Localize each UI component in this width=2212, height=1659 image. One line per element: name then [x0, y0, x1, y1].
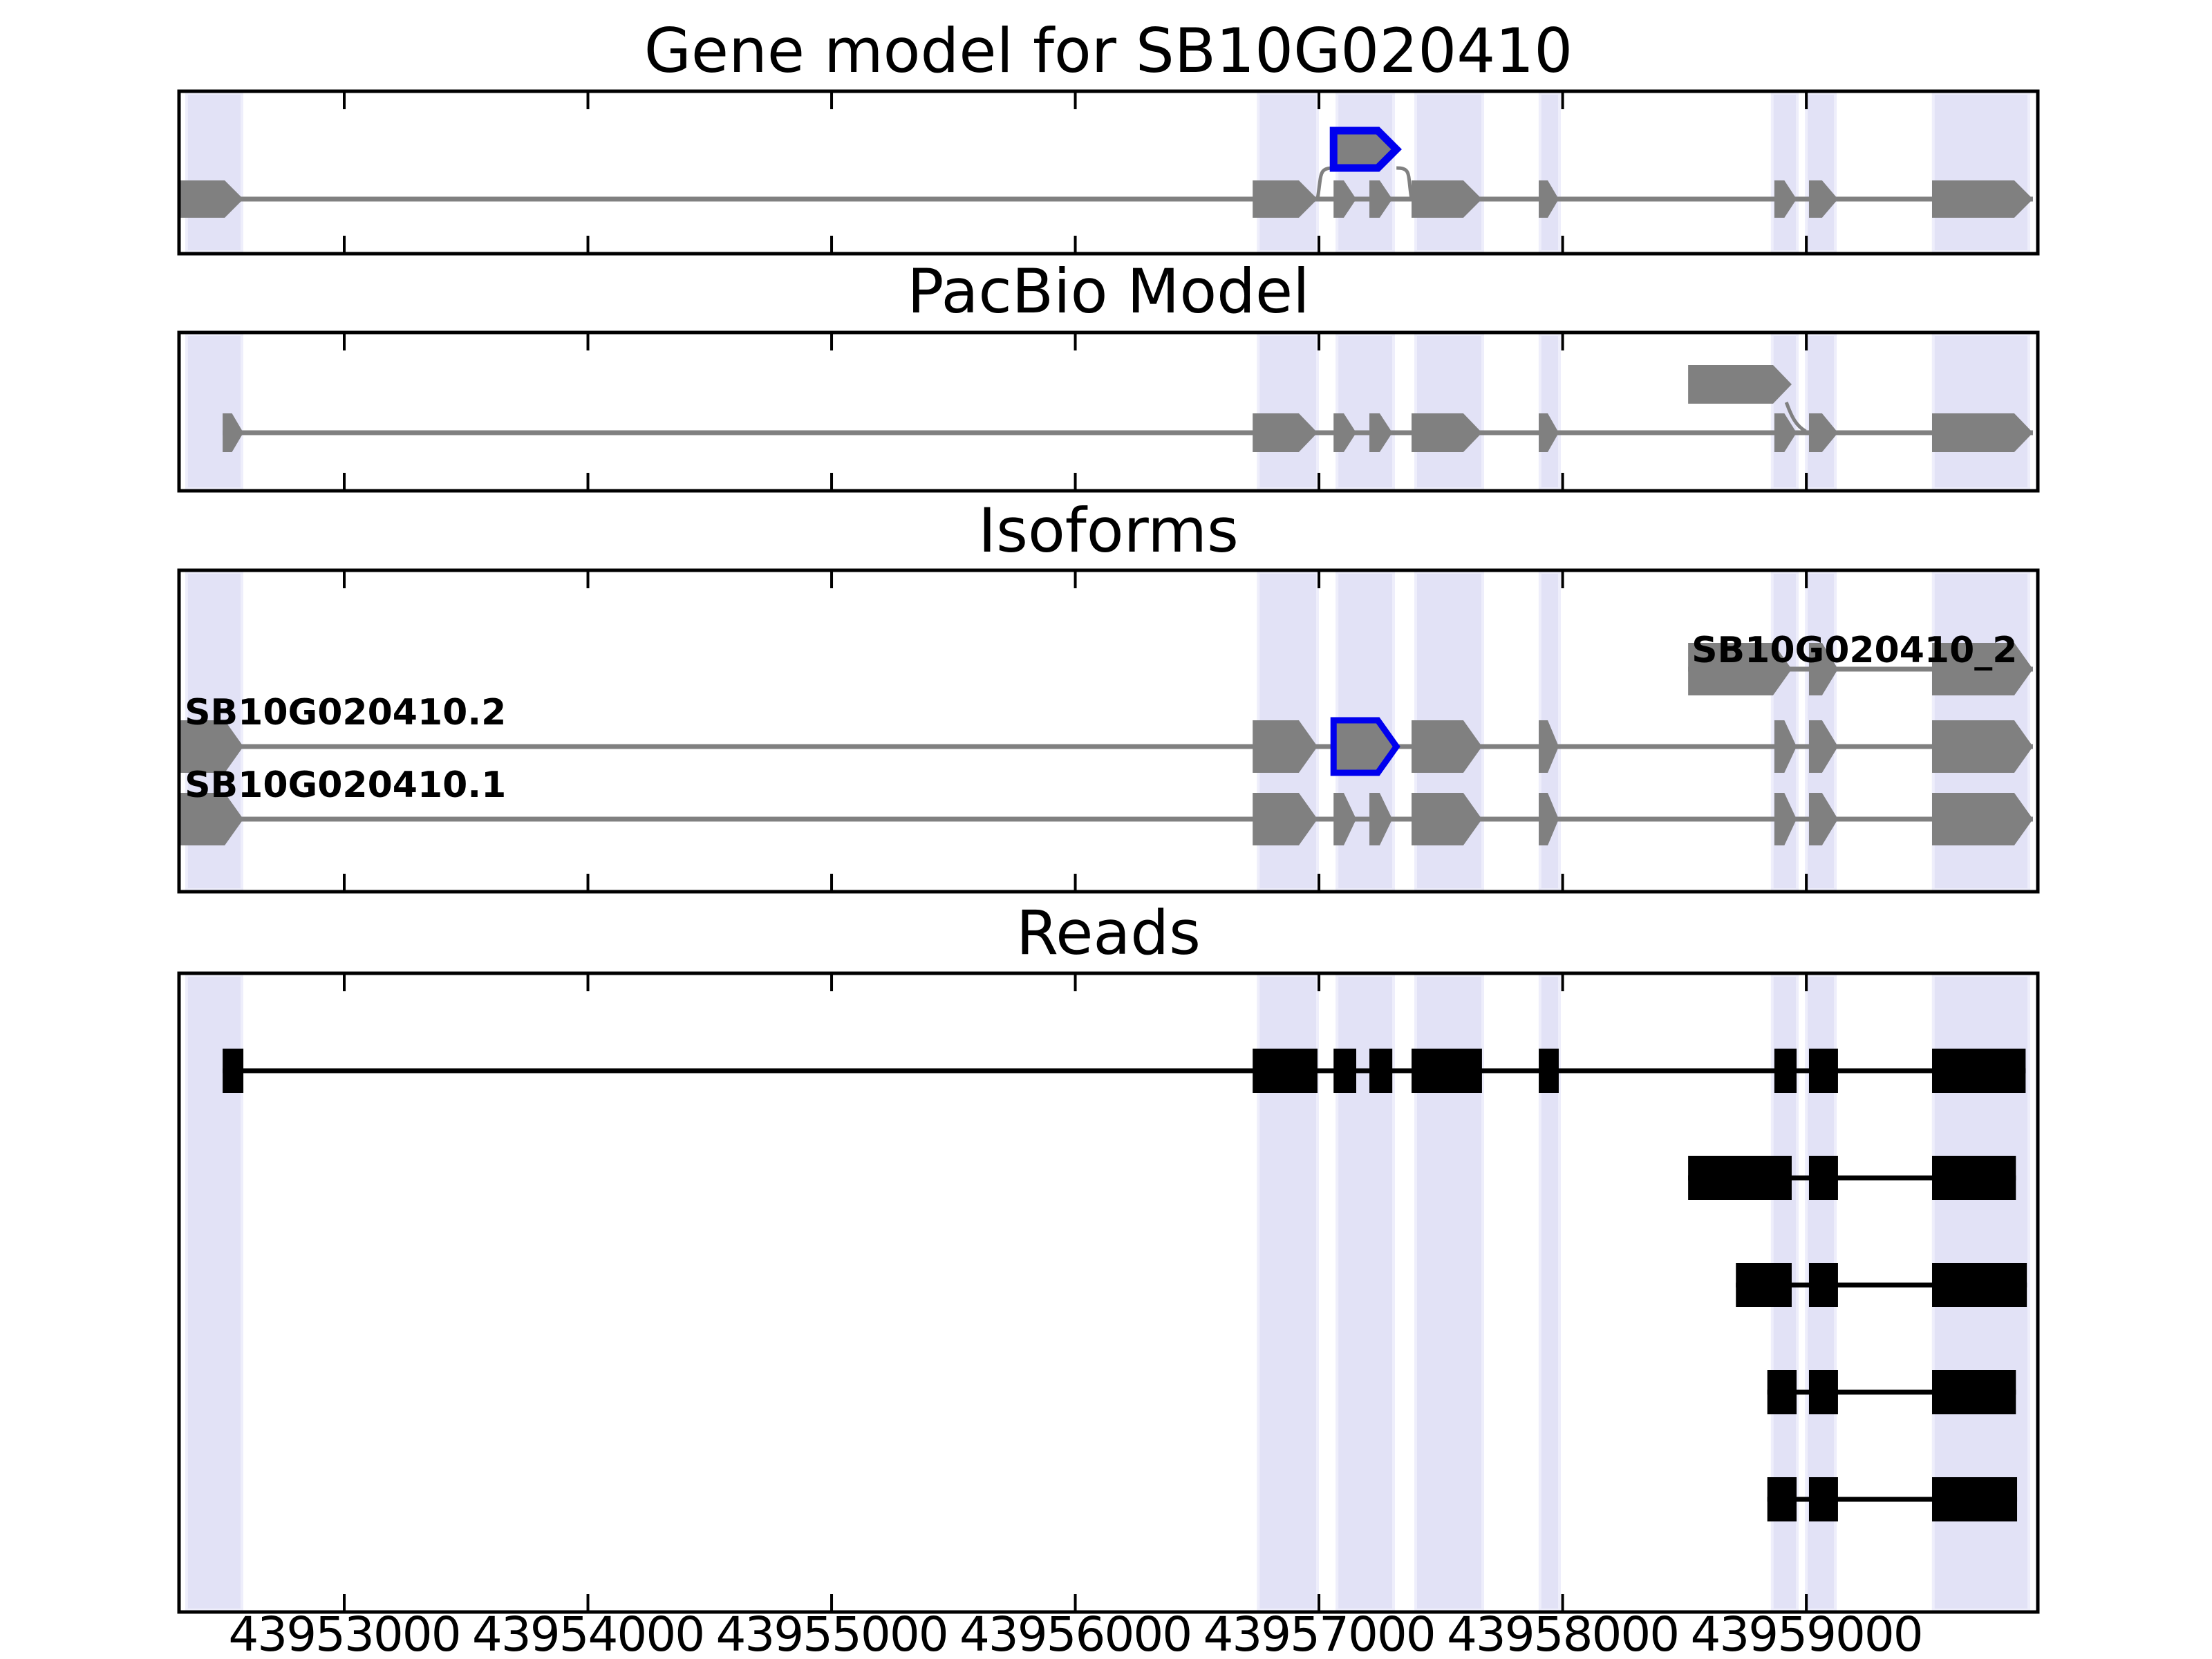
axis-tick-label: 43957000	[1203, 1607, 1434, 1659]
read-exon	[1808, 1049, 1838, 1093]
exon	[1253, 180, 1318, 218]
highlight-band	[1257, 333, 1319, 490]
panel-title: Reads	[1016, 897, 1201, 968]
elevated-exon	[1688, 365, 1792, 404]
isoform-label: SB10G020410_2	[1691, 630, 2017, 671]
axis-tick-label: 43954000	[472, 1607, 704, 1659]
exon-connector	[1784, 402, 1807, 433]
exon	[1774, 720, 1797, 773]
read-exon	[223, 1049, 244, 1093]
highlight-band	[1257, 92, 1319, 253]
exon	[1808, 643, 1838, 695]
read-exon	[1932, 1263, 2027, 1307]
splice-arc	[1396, 166, 1414, 200]
blue-outlined-exon	[1329, 126, 1402, 172]
read-exon	[1412, 1049, 1482, 1093]
panel-border	[177, 330, 2040, 493]
axis-tick-label: 43959000	[1691, 1607, 1922, 1659]
exon	[1253, 413, 1318, 452]
read-exon	[1369, 1049, 1393, 1093]
axis-tick-label: 43953000	[228, 1607, 460, 1659]
exon	[1932, 720, 2033, 773]
highlight-band	[1538, 333, 1562, 490]
read-exon	[1808, 1370, 1838, 1414]
highlight-band	[1805, 92, 1837, 253]
read-exon	[1253, 1049, 1318, 1093]
highlight-band	[1931, 92, 2030, 253]
exon	[179, 793, 244, 845]
read-exon	[1808, 1477, 1838, 1521]
highlight-band	[1335, 92, 1395, 253]
isoform-label: SB10G020410.1	[185, 765, 506, 806]
exon	[1932, 180, 2033, 218]
highlight-band	[1538, 92, 1562, 253]
panel-border	[177, 89, 2040, 256]
panel-title: Isoforms	[978, 495, 1239, 566]
read-exon	[1932, 1049, 2026, 1093]
highlight-band	[1414, 92, 1484, 253]
highlight-band	[185, 333, 243, 490]
read-exon	[1774, 1049, 1797, 1093]
exon	[1774, 413, 1797, 452]
exon	[1539, 720, 1559, 773]
read-exon	[1688, 1156, 1792, 1200]
read-exon	[1932, 1156, 2016, 1200]
highlight-band	[1414, 333, 1484, 490]
exon	[1412, 413, 1482, 452]
exon	[223, 413, 244, 452]
exon	[1932, 643, 2033, 695]
panel-title: Gene model for SB10G020410	[644, 15, 1573, 86]
exon	[1333, 413, 1357, 452]
panel-title: PacBio Model	[907, 256, 1309, 327]
exon	[1932, 413, 2033, 452]
read-exon	[1767, 1370, 1797, 1414]
read-exon	[1539, 1049, 1559, 1093]
exon	[1688, 643, 1792, 695]
exon	[1808, 793, 1838, 845]
exon	[1808, 720, 1838, 773]
panel-border	[177, 971, 2040, 1614]
blue-outlined-exon	[1330, 717, 1400, 776]
exon	[1774, 180, 1797, 218]
splice-arc	[1315, 166, 1334, 200]
read-exon	[1767, 1477, 1797, 1521]
exon	[1369, 413, 1393, 452]
highlight-band	[1770, 92, 1799, 253]
exon	[1333, 793, 1357, 845]
exon	[1369, 180, 1393, 218]
axis-tick-label: 43955000	[715, 1607, 947, 1659]
read-exon	[1736, 1263, 1792, 1307]
highlight-band	[185, 92, 243, 253]
isoform-label: SB10G020410.2	[185, 692, 506, 733]
exon	[1774, 793, 1797, 845]
highlight-band	[1805, 333, 1837, 490]
highlight-band	[1931, 333, 2030, 490]
exon	[1412, 720, 1482, 773]
exon	[1539, 413, 1559, 452]
exon	[1808, 180, 1838, 218]
exon	[179, 720, 244, 773]
exon	[1412, 793, 1482, 845]
exon	[1369, 793, 1393, 845]
read-exon	[1333, 1049, 1357, 1093]
exon	[1808, 413, 1838, 452]
exon	[1539, 180, 1559, 218]
panel-border	[177, 568, 2040, 894]
exon	[1253, 720, 1318, 773]
exon	[179, 180, 244, 218]
read-exon	[1932, 1370, 2016, 1414]
read-exon	[1932, 1477, 2018, 1521]
read-exon	[1808, 1156, 1838, 1200]
axis-tick-label: 43958000	[1447, 1607, 1678, 1659]
exon	[1253, 793, 1318, 845]
highlight-band	[1335, 333, 1395, 490]
read-exon	[1808, 1263, 1838, 1307]
highlight-band	[1770, 333, 1799, 490]
axis-tick-label: 43956000	[959, 1607, 1191, 1659]
exon	[1932, 793, 2033, 845]
exon	[1539, 793, 1559, 845]
exon	[1333, 180, 1357, 218]
exon	[1412, 180, 1482, 218]
